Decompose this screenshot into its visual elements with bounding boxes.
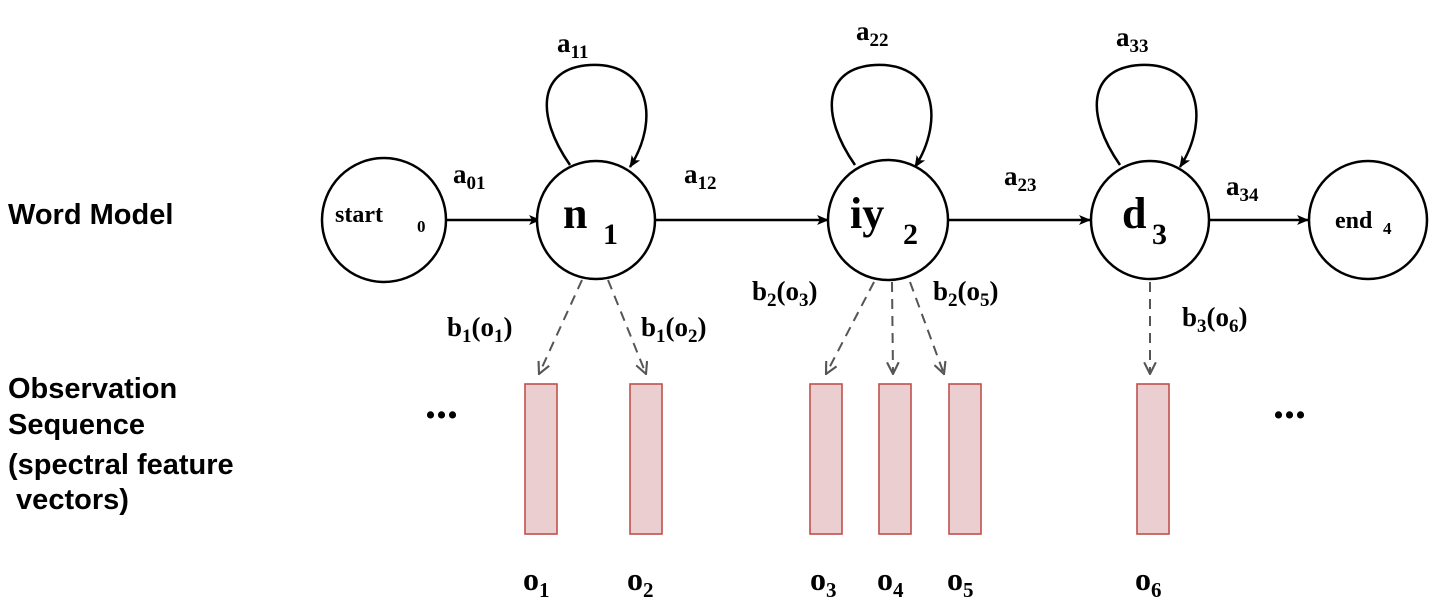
- emission-arrow-iy-o4: [892, 281, 893, 374]
- label-a33: a33: [1116, 22, 1149, 57]
- observation-vectors: [524, 383, 1170, 535]
- state-end-name: end: [1335, 208, 1373, 234]
- label-b2-o3: b2(o3): [752, 276, 818, 311]
- obs-label-o5: o5: [947, 561, 974, 602]
- feature-vector-o2: [629, 383, 663, 535]
- ellipsis-right: ...: [1273, 379, 1306, 428]
- state-n-index: 1: [603, 218, 618, 251]
- observation-label-line-4: vectors): [8, 484, 129, 516]
- state-end: end 4: [1307, 159, 1429, 281]
- self-loop-n: [545, 63, 648, 168]
- label-b1-o1: b1(o1): [447, 312, 513, 347]
- state-start-name: start: [335, 202, 383, 228]
- word-model-label: Word Model: [8, 199, 173, 231]
- label-a01: a01: [453, 159, 486, 194]
- feature-vector-o5: [948, 383, 982, 535]
- obs-label-o1: o1: [523, 561, 550, 602]
- emission-arrow-n-o1: [539, 279, 583, 374]
- state-end-index: 4: [1383, 219, 1392, 238]
- label-a12: a12: [684, 159, 717, 194]
- feature-vector-o3: [809, 383, 843, 535]
- label-b1-o2: b1(o2): [641, 312, 707, 347]
- observation-sequence-label: Observation Sequence (spectral feature v…: [8, 373, 234, 516]
- state-start-index: 0: [417, 217, 426, 236]
- label-a11: a11: [557, 28, 588, 63]
- observation-label-line-2: Sequence: [8, 409, 145, 441]
- label-b3-o6: b3(o6): [1182, 302, 1248, 337]
- label-a23: a23: [1004, 161, 1037, 196]
- label-a22: a22: [856, 16, 889, 51]
- obs-label-o6: o6: [1135, 561, 1162, 602]
- emission-arrow-iy-o3: [826, 281, 875, 374]
- state-d-index: 3: [1152, 218, 1167, 251]
- state-n: n 1: [535, 159, 657, 281]
- state-iy: iy 2: [826, 158, 950, 282]
- obs-label-o4: o4: [877, 561, 904, 602]
- obs-label-o2: o2: [627, 561, 654, 602]
- obs-label-o3: o3: [810, 561, 837, 602]
- label-a34: a34: [1226, 171, 1259, 206]
- state-start: start 0: [320, 156, 448, 284]
- state-d: d 3: [1089, 159, 1211, 281]
- self-loop-iy: [830, 63, 933, 168]
- feature-vector-o1: [524, 383, 558, 535]
- self-loop-d: [1095, 63, 1198, 168]
- state-iy-index: 2: [903, 218, 918, 251]
- observation-label-line-1: Observation: [8, 373, 177, 405]
- label-b2-o5: b2(o5): [933, 276, 999, 311]
- state-n-name: n: [563, 189, 587, 238]
- state-iy-name: iy: [850, 189, 884, 238]
- state-d-name: d: [1122, 189, 1146, 238]
- observation-label-line-3: (spectral feature: [8, 449, 234, 481]
- feature-vector-o6: [1136, 383, 1170, 535]
- ellipsis-left: ...: [425, 379, 458, 428]
- feature-vector-o4: [878, 383, 912, 535]
